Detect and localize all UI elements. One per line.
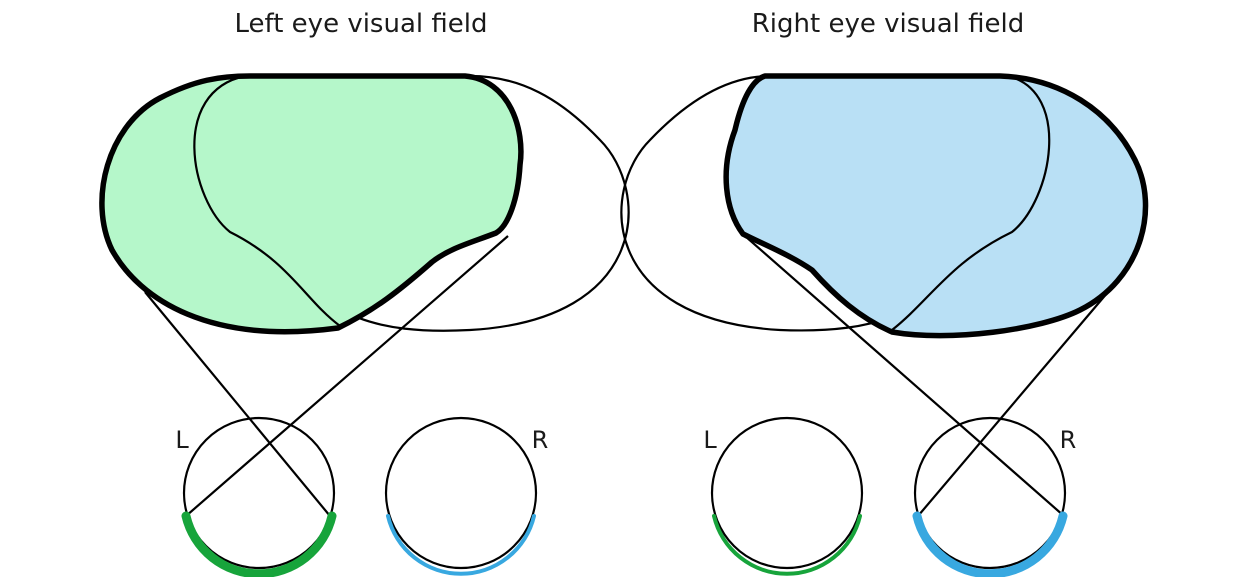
left-eye-field-shape bbox=[102, 76, 521, 332]
right-eye-retina bbox=[917, 516, 1063, 574]
right-eye-globe bbox=[386, 418, 536, 568]
left-eye: L bbox=[175, 418, 334, 574]
right-eye: R bbox=[915, 418, 1076, 574]
right-eye-label: R bbox=[1060, 426, 1077, 454]
left-eye-visual-field-panel: Left eye visual field L R bbox=[102, 9, 629, 574]
right-eye-visual-field-panel: Right eye visual field L R bbox=[621, 9, 1145, 574]
right-eye-field-shape bbox=[726, 76, 1145, 336]
left-eye-globe bbox=[712, 418, 862, 568]
right-eye-label: R bbox=[532, 426, 549, 454]
right-eye: R bbox=[386, 418, 548, 574]
left-eye-label: L bbox=[703, 426, 717, 454]
left-eye: L bbox=[703, 418, 862, 574]
right-panel-title: Right eye visual field bbox=[752, 9, 1025, 39]
left-eye-retina bbox=[714, 516, 860, 574]
left-eye-label: L bbox=[175, 426, 189, 454]
left-eye-retina bbox=[186, 516, 332, 574]
left-panel-title: Left eye visual field bbox=[235, 9, 488, 39]
right-eye-retina bbox=[388, 516, 534, 574]
